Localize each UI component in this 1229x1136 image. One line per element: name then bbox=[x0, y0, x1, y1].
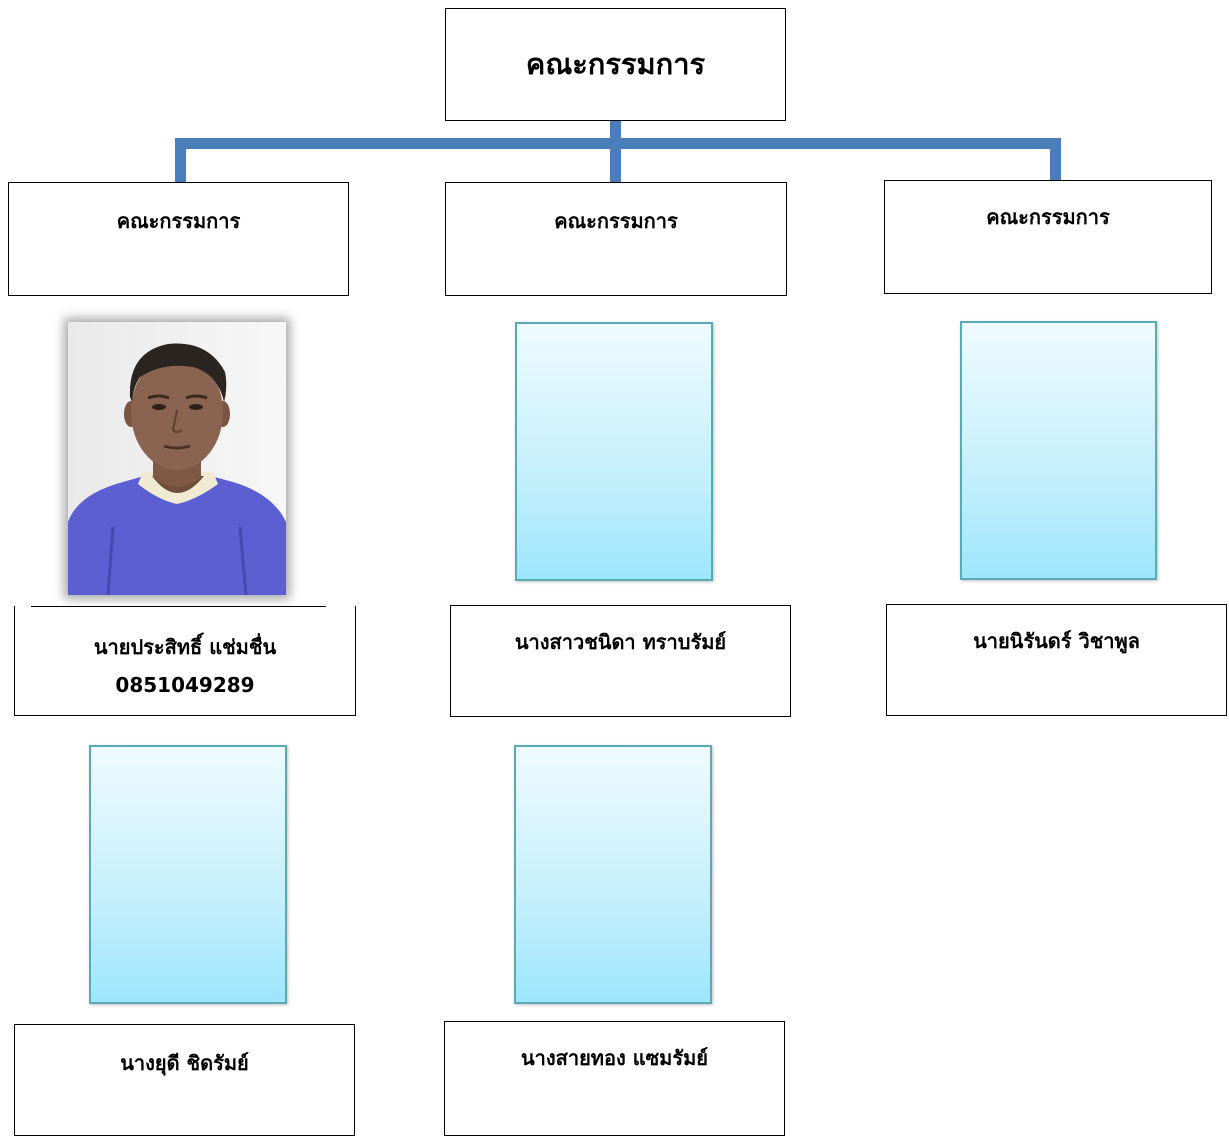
connector-right-drop bbox=[1050, 138, 1061, 181]
member-name-box-4: นางยุดี ชิดรัมย์ bbox=[14, 1024, 355, 1136]
member-name-box-3: นายนิรันดร์ วิชาพูล bbox=[886, 604, 1227, 716]
connector-left-drop bbox=[175, 138, 186, 182]
member-name-box-2: นางสาวชนิดา ทราบรัมย์ bbox=[450, 605, 791, 717]
member-photo-placeholder-5 bbox=[514, 745, 712, 1004]
column-heading-box-right: คณะกรรมการ bbox=[884, 180, 1212, 294]
column-heading-center: คณะกรรมการ bbox=[554, 209, 678, 233]
member-name-1: นายประสิทธิ์ แช่มชื่น bbox=[93, 635, 277, 659]
connector-root-stem bbox=[610, 121, 621, 182]
member-photo-portrait bbox=[68, 322, 286, 595]
column-heading-left: คณะกรรมการ bbox=[116, 209, 241, 233]
member-name-2: นางสาวชนิดา ทราบรัมย์ bbox=[514, 630, 727, 654]
member-photo-placeholder-4 bbox=[89, 745, 287, 1004]
column-heading-right: คณะกรรมการ bbox=[986, 205, 1110, 229]
portrait-image bbox=[68, 322, 286, 595]
root-committee-title: คณะกรรมการ bbox=[525, 47, 706, 81]
column-heading-box-left: คณะกรรมการ bbox=[8, 182, 349, 296]
member-name-5: นางสายทอง แซมรัมย์ bbox=[520, 1046, 709, 1070]
root-committee-box: คณะกรรมการ bbox=[445, 8, 786, 121]
member-photo-placeholder-3 bbox=[960, 321, 1157, 580]
member-phone-1: 0851049289 bbox=[115, 673, 255, 697]
member-photo-placeholder-2 bbox=[515, 322, 713, 581]
member-name-4: นางยุดี ชิดรัมย์ bbox=[120, 1051, 249, 1075]
member-name-box-5: นางสายทอง แซมรัมย์ bbox=[444, 1021, 785, 1136]
column-heading-box-center: คณะกรรมการ bbox=[445, 182, 787, 296]
connector-horizontal-bar bbox=[175, 138, 1061, 149]
member-name-3: นายนิรันดร์ วิชาพูล bbox=[973, 629, 1140, 653]
member-name-box-1: นายประสิทธิ์ แช่มชื่น 0851049289 bbox=[14, 606, 356, 716]
